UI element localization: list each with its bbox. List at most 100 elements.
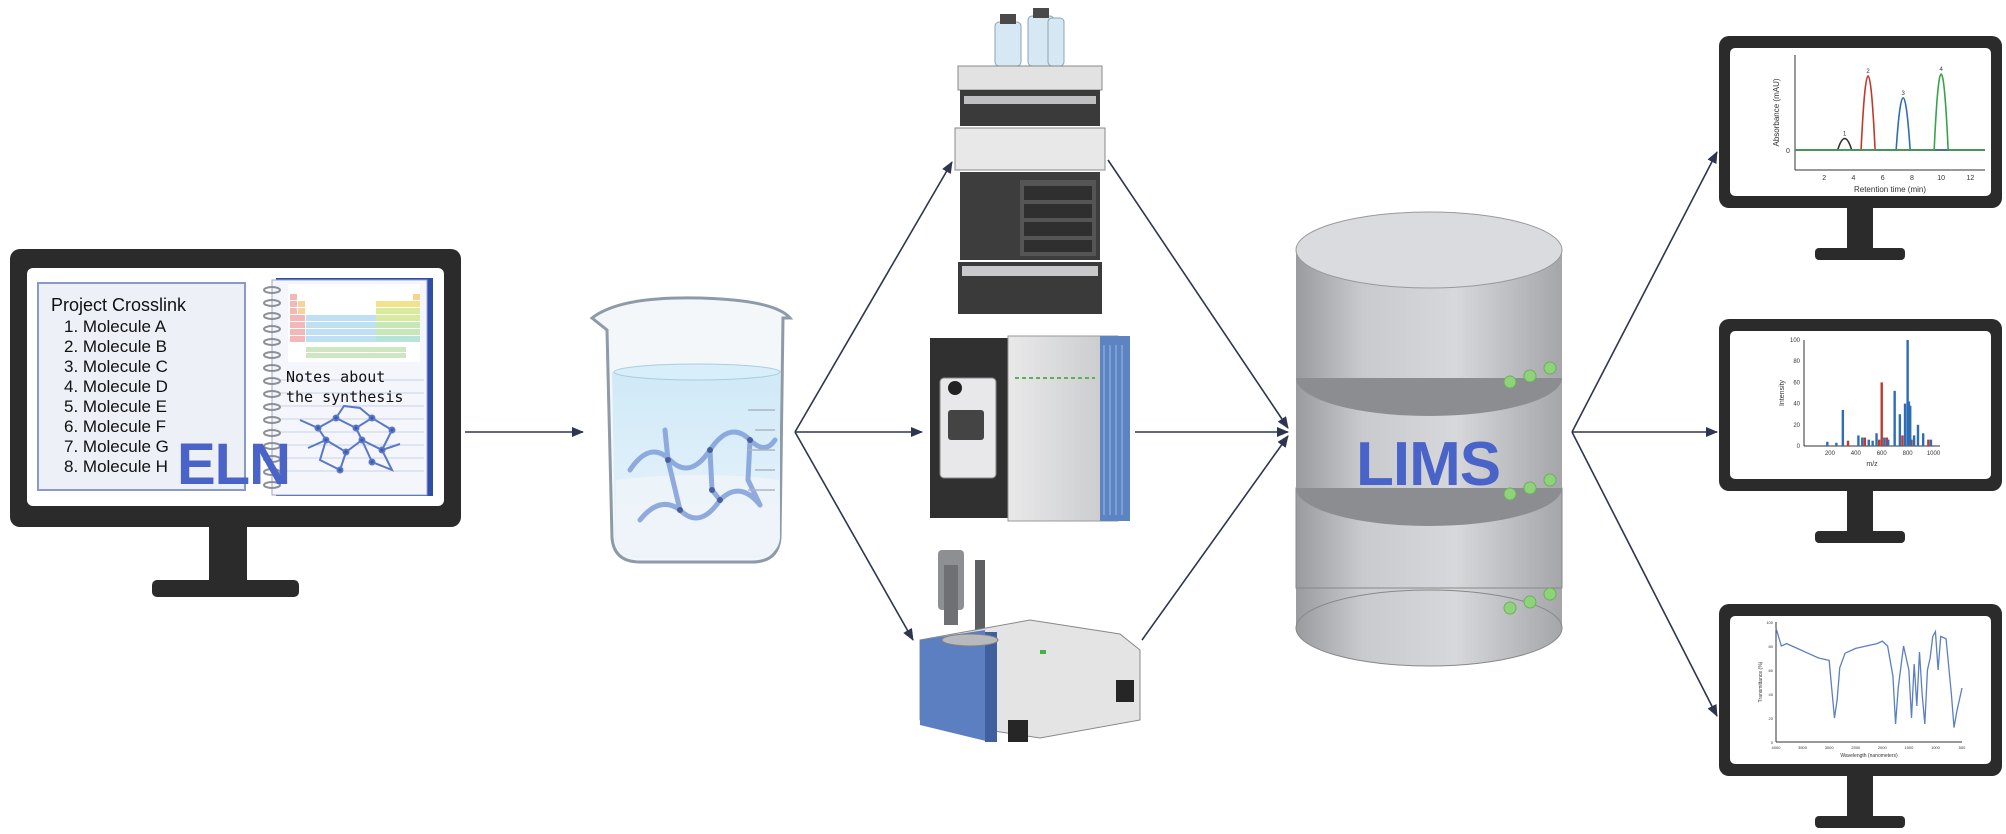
peak-label: 3 <box>1901 91 1905 97</box>
notes-line-2: the synthesis <box>286 388 404 406</box>
arrow-beaker-to-hplc <box>794 161 953 433</box>
molecule-number: 2. <box>64 337 83 356</box>
spectrum-bar <box>1893 390 1896 446</box>
peak-label: 1 <box>1843 132 1847 138</box>
mass-spec-instrument <box>930 335 1130 522</box>
x-tick-label: 600 <box>1877 451 1888 457</box>
eln-monitor <box>10 249 461 597</box>
molecule-name: Molecule F <box>82 417 167 436</box>
x-tick-label: 1000 <box>1931 745 1941 750</box>
spectrum-bar <box>1929 439 1933 446</box>
molecule-name: Molecule A <box>82 317 167 336</box>
ftir-instrument <box>919 550 1141 742</box>
x-tick-label: 8 <box>1910 175 1914 182</box>
molecule-number: 6. <box>64 417 83 436</box>
spiral-binding <box>263 286 281 489</box>
hplc-instrument <box>954 8 1106 314</box>
project-title: Project Crosslink <box>51 295 187 315</box>
y-tick-label: 100 <box>1766 620 1773 625</box>
molecule-number: 5. <box>64 397 83 416</box>
x-tick-label: 1000 <box>1927 451 1941 457</box>
x-tick-label: 4000 <box>1772 745 1782 750</box>
y-tick-label: 0 <box>1797 444 1801 450</box>
spectrum-bar <box>1906 340 1909 446</box>
x-tick-label: 6 <box>1881 175 1885 182</box>
arrow-beaker-to-ftir <box>794 431 914 641</box>
chromatogram-series-line <box>1795 73 1985 151</box>
x-tick-label: 3500 <box>1798 745 1808 750</box>
spectrum-bar <box>1901 435 1904 446</box>
spectrum-bar <box>1912 435 1916 446</box>
ir-spectrum-line <box>1775 627 1963 728</box>
x-tick-label: 500 <box>1959 745 1966 750</box>
y-tick-label: 20 <box>1769 716 1774 721</box>
molecule-item: 1. Molecule A <box>64 317 169 337</box>
spectrum-bar <box>1835 442 1838 446</box>
molecule-name: Molecule G <box>82 437 169 456</box>
x-tick-label: 10 <box>1937 175 1945 182</box>
molecule-name: Molecule C <box>82 357 168 376</box>
spectrum-bar <box>1898 414 1902 446</box>
spectrum-bar <box>1867 439 1870 446</box>
spectrum-bar <box>1921 433 1925 446</box>
ir-spectrum-monitor <box>1719 604 2002 828</box>
spectrum-bar <box>1826 441 1829 446</box>
y-tick-label: 20 <box>1793 423 1800 429</box>
x-tick-label: 3000 <box>1825 745 1835 750</box>
molecule-item: 2. Molecule B <box>64 337 169 357</box>
periodic-table-image <box>288 284 420 362</box>
arrow-ftir-to-lims <box>1141 435 1289 641</box>
arrow-hplc-to-lims <box>1107 159 1289 429</box>
molecule-item: 3. Molecule C <box>64 357 169 377</box>
spectrum-bar <box>1877 439 1881 446</box>
spectrum-bar <box>1871 440 1874 446</box>
chromatogram-series-line <box>1795 97 1985 151</box>
spectrum-bar <box>1857 435 1860 446</box>
molecule-item: 4. Molecule D <box>64 377 169 397</box>
x-tick-label: 1500 <box>1904 745 1914 750</box>
y-axis-label: Intensity <box>1779 379 1786 406</box>
molecule-item: 8. Molecule H <box>64 457 169 477</box>
arrow-lims-to-ir-spectrum <box>1571 431 1718 717</box>
spectrum-bar <box>1916 424 1920 446</box>
molecule-number: 4. <box>64 377 83 396</box>
molecule-number: 7. <box>64 437 83 456</box>
y-tick-label: 100 <box>1790 338 1801 344</box>
y-tick-label: 0 <box>1786 148 1790 155</box>
spectrum-bar <box>1875 433 1878 446</box>
spectrum-bar <box>1841 409 1845 446</box>
x-axis-label: Retention time (min) <box>1854 185 1926 194</box>
molecule-name: Molecule H <box>82 457 168 476</box>
spectrum-bar <box>1880 382 1883 446</box>
spectrum-bar <box>1885 437 1889 446</box>
eln-project-page <box>37 282 246 491</box>
spectrum-bar <box>1883 437 1886 446</box>
peak-label: 2 <box>1866 69 1870 75</box>
molecule-number: 1. <box>64 317 83 336</box>
y-tick-label: 80 <box>1769 644 1774 649</box>
beaker <box>589 296 794 564</box>
x-axis-label: Wavelength (nanometers) <box>1840 753 1898 759</box>
molecule-item: 7. Molecule G <box>64 437 169 457</box>
lims-label: LIMS <box>1356 430 1501 499</box>
y-tick-label: 40 <box>1793 402 1800 408</box>
y-tick-label: 80 <box>1793 359 1800 365</box>
arrow-lims-to-chromatogram <box>1571 151 1718 433</box>
y-tick-label: 60 <box>1793 380 1800 386</box>
molecule-name: Molecule E <box>82 397 168 416</box>
y-tick-label: 40 <box>1769 692 1774 697</box>
spectrum-bar <box>1846 440 1850 446</box>
spectrum-bar <box>1903 403 1907 446</box>
molecule-name: Molecule D <box>82 377 168 396</box>
chromatogram-series-line <box>1795 75 1985 151</box>
molecule-item: 5. Molecule E <box>64 397 169 417</box>
molecule-network-sketch <box>299 404 401 474</box>
y-tick-label: 60 <box>1769 668 1774 673</box>
x-tick-label: 2 <box>1822 175 1826 182</box>
molecule-number: 3. <box>64 357 83 376</box>
